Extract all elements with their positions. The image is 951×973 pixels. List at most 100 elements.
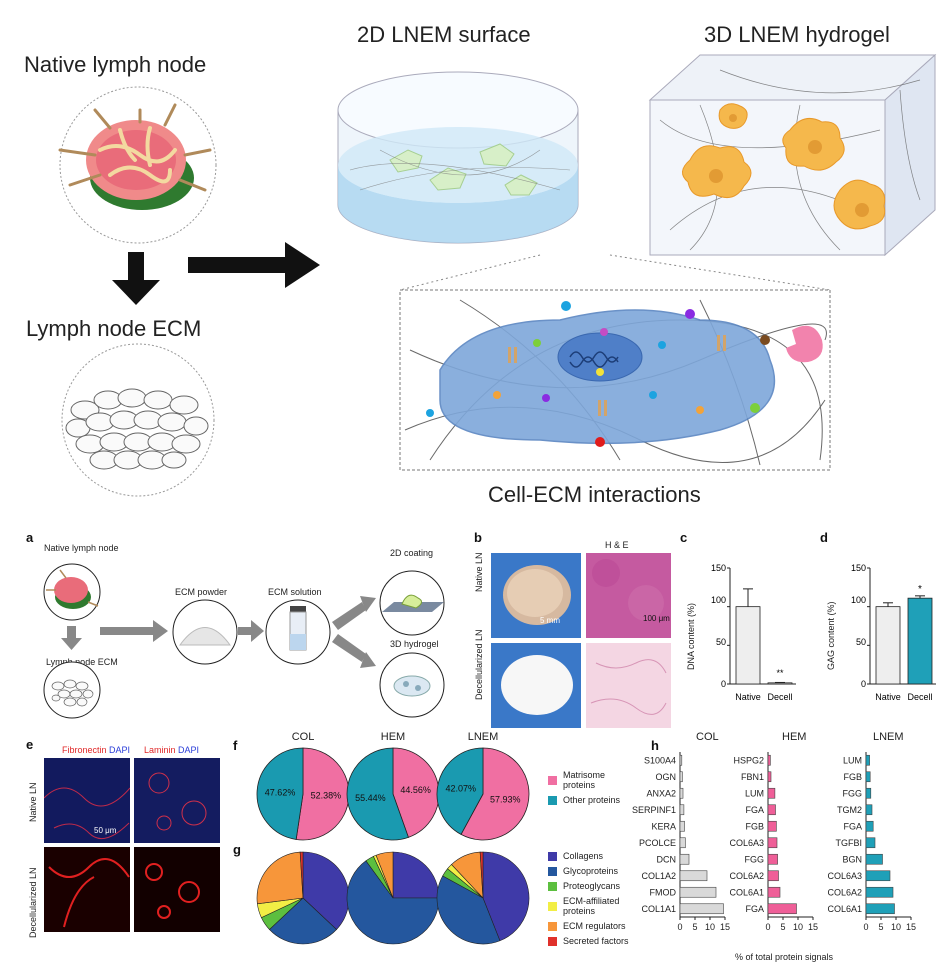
legend-g-item: ECM regulators <box>548 921 629 931</box>
fibronectin-label: Fibronectin <box>62 745 107 755</box>
native-laminin-image <box>134 758 220 843</box>
h-category-label: ANXA2 <box>646 788 676 798</box>
h-bar <box>767 771 772 783</box>
chart-c-tick: 150 <box>711 563 726 573</box>
h-bar <box>865 870 891 882</box>
h-category-label: COL6A2 <box>827 887 862 897</box>
h-bar <box>679 804 685 816</box>
h-bar <box>767 804 776 816</box>
h-bar <box>767 754 771 766</box>
pie-slice <box>256 851 304 905</box>
panel-a-letter: a <box>26 530 34 545</box>
dna-content-chart: 0 50 100 150 Native Decell ** <box>711 563 796 702</box>
h-x-tick-label: 5 <box>878 922 883 932</box>
pie-slice-label: 44.56% <box>400 785 431 795</box>
pie-slice <box>392 851 440 899</box>
h-bar <box>865 787 872 799</box>
h-bar <box>865 754 870 766</box>
gag-content-chart: 0 50 100 150 Native Decell * <box>851 563 936 702</box>
native-fibronectin-image <box>44 758 130 843</box>
bar <box>875 606 901 685</box>
lymph-node-ecm-title: Lymph node ECM <box>26 316 202 341</box>
legend-g-item: Glycoproteins <box>548 866 629 876</box>
scale-50um: 50 μm <box>94 826 117 835</box>
cell-ecm-illustration <box>399 289 831 471</box>
chart-c-significance: ** <box>776 668 784 678</box>
h-category-label: PCOLCE <box>639 838 676 848</box>
panel-d-ylabel: GAG content (%) <box>826 601 836 670</box>
chart-d-tick: 100 <box>851 595 866 605</box>
pie-slice <box>460 747 530 841</box>
panel-e-native-row-label: Native LN <box>28 782 38 822</box>
h-bar <box>679 853 690 865</box>
h-x-tick-label: 0 <box>765 922 770 932</box>
h-bar <box>767 886 781 898</box>
panel-a-native-label: Native lymph node <box>44 543 119 553</box>
pie-f-title-col: COL <box>291 731 315 743</box>
pie-slice <box>269 897 337 945</box>
panel-b-native-row-label: Native LN <box>474 552 484 592</box>
h-category-label: COL1A1 <box>641 904 676 914</box>
h-category-label: COL6A1 <box>729 887 764 897</box>
h-bar <box>767 853 778 865</box>
dapi-label-2: DAPI <box>178 745 200 755</box>
h-bar <box>865 837 876 849</box>
panel-b-decell-row-label: Decellularized LN <box>474 629 484 700</box>
panel-e-right-header: Laminin DAPI <box>144 745 199 755</box>
legend-f-item: Other proteins <box>548 795 631 805</box>
pie-slice <box>436 747 484 835</box>
scale-5mm: 5 mm <box>540 616 560 625</box>
h-category-label: FBN1 <box>741 772 764 782</box>
chart-d-significance: * <box>918 584 922 595</box>
h-x-tick-label: 0 <box>677 922 682 932</box>
dish-2d-illustration <box>337 71 579 244</box>
h-category-label: KERA <box>651 821 676 831</box>
matrisome-category-pie-charts <box>256 851 530 945</box>
pie-slice <box>482 851 530 942</box>
h-x-tick-label: 0 <box>863 922 868 932</box>
h-category-label: FGA <box>745 805 764 815</box>
h-bar <box>767 903 797 915</box>
h-category-label: HSPG2 <box>733 755 764 765</box>
legend-f-item: Matrisome proteins <box>548 770 631 790</box>
overview-illustration <box>58 53 937 497</box>
h-category-label: DCN <box>657 854 677 864</box>
pie-slice-label: 55.44% <box>355 793 386 803</box>
lymph-node-ecm-illustration <box>61 343 215 497</box>
h-bar <box>767 787 776 799</box>
pie-slice <box>256 747 304 840</box>
h-category-label: FGA <box>745 904 764 914</box>
h-category-label: COL6A1 <box>827 904 862 914</box>
pie-f-title-hem: HEM <box>380 731 406 743</box>
h-bar <box>679 837 686 849</box>
pie-slice <box>299 851 304 899</box>
h-category-label: COL6A3 <box>827 871 862 881</box>
panel-e-letter: e <box>26 737 34 752</box>
laminin-label: Laminin <box>144 745 176 755</box>
panel-d-letter: d <box>820 530 828 545</box>
native-ln-photo <box>491 553 581 638</box>
chart-c-tick: 50 <box>716 637 726 647</box>
h-category-label: FGB <box>745 821 764 831</box>
h-category-label: OGN <box>655 772 676 782</box>
h-category-label: LUM <box>843 755 862 765</box>
pie-slice <box>302 851 350 930</box>
panel-c-letter: c <box>680 530 688 545</box>
hydrogel-3d-title: 3D LNEM hydrogel <box>704 22 890 47</box>
panel-g-letter: g <box>233 842 241 857</box>
pie-slice-label: 47.62% <box>265 787 296 797</box>
dapi-label: DAPI <box>109 745 131 755</box>
chart-c-tick: 100 <box>711 595 726 605</box>
panel-a-workflow-illustration <box>43 563 445 719</box>
h-title-col: COL <box>696 731 719 743</box>
h-category-label: TGFBI <box>836 838 863 848</box>
pie-slice-label: 57.93% <box>490 795 521 805</box>
scale-100um: 100 μm <box>643 614 670 623</box>
native-lymph-node-illustration <box>58 86 217 244</box>
h-category-label: S100A4 <box>644 755 676 765</box>
h-category-label: FGA <box>843 821 862 831</box>
h-x-tick-label: 10 <box>705 922 715 932</box>
chart-d-tick: 150 <box>851 563 866 573</box>
chart-c-category: Native <box>735 692 761 702</box>
